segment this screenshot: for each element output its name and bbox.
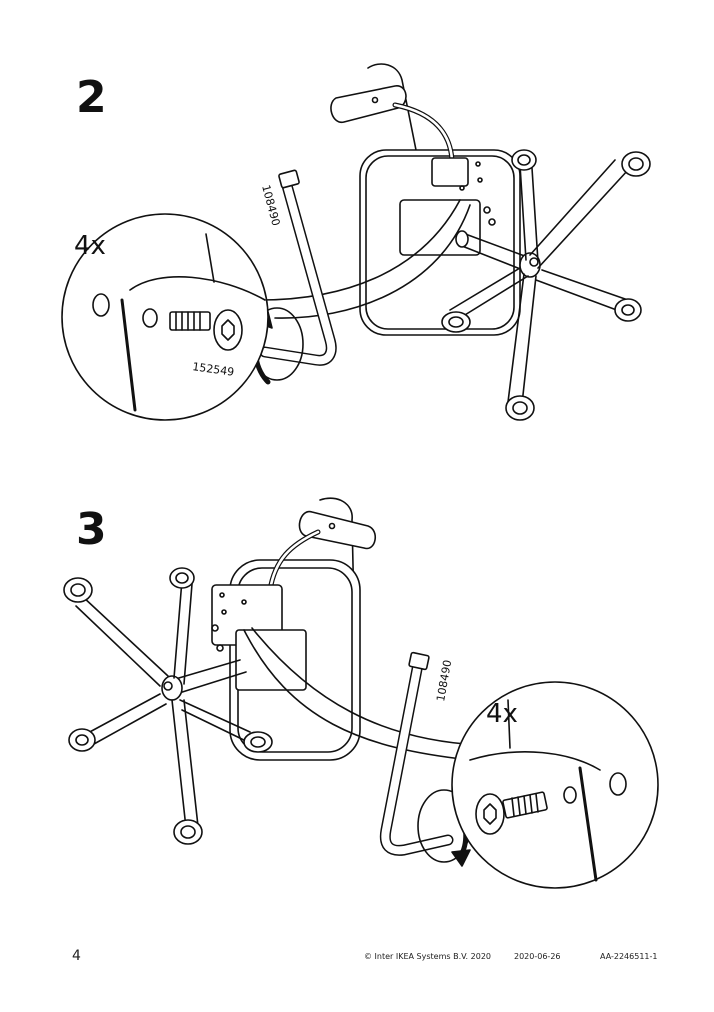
part-number-108490-step3: 108490 bbox=[434, 659, 454, 703]
document-date: 2020-06-26 bbox=[514, 952, 561, 961]
step-3-quantity: 4x bbox=[486, 699, 518, 729]
page-number: 4 bbox=[72, 948, 81, 964]
article-code: AA-2246511-1 bbox=[600, 952, 658, 961]
copyright-notice: © Inter IKEA Systems B.V. 2020 bbox=[364, 952, 491, 961]
step-2-illustration: 108490 152549 4x bbox=[61, 63, 651, 421]
step-2-quantity: 4x bbox=[74, 231, 106, 261]
step-3-number: 3 bbox=[76, 504, 107, 555]
part-number-108490: 108490 bbox=[259, 183, 282, 227]
step-2-number: 2 bbox=[76, 72, 107, 123]
step-3-illustration: 108490 4x bbox=[63, 497, 659, 889]
part-number-152549: 152549 bbox=[192, 360, 235, 379]
